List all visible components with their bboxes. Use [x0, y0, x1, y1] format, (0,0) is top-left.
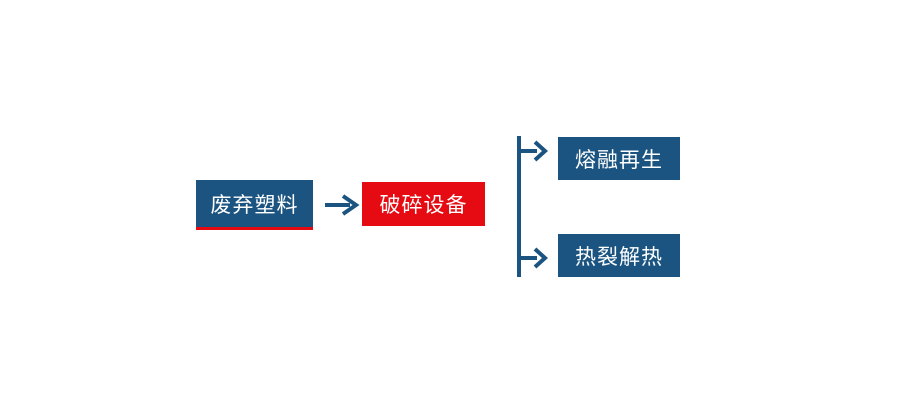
node-crushing-equipment: 破碎设备: [362, 182, 485, 226]
node-waste-plastic: 废弃塑料: [196, 180, 313, 230]
node-label: 熔融再生: [575, 147, 663, 172]
node-label: 破碎设备: [379, 193, 468, 217]
node-melt-regeneration: 熔融再生: [558, 137, 680, 180]
arrow-right-icon: [521, 140, 548, 162]
arrow-right-icon: [521, 247, 548, 269]
node-label: 废弃塑料: [210, 192, 299, 217]
node-label: 热裂解热: [575, 244, 663, 269]
node-pyrolysis-heat: 热裂解热: [558, 234, 680, 277]
arrow-right-icon: [325, 194, 360, 216]
